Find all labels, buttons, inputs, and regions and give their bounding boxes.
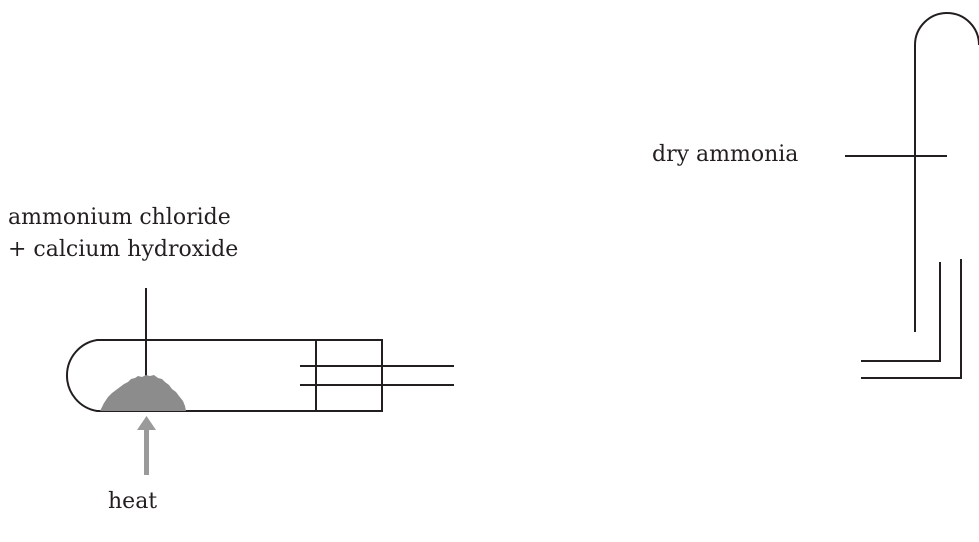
heat-arrow bbox=[137, 416, 156, 475]
dry-ammonia-label: dry ammonia bbox=[652, 142, 799, 167]
delivery-tube-bend-outer bbox=[861, 259, 962, 379]
reactants-label-line1: ammonium chloride bbox=[8, 205, 231, 230]
solid-reactant-mixture bbox=[100, 375, 186, 411]
delivery-tube-bend-inner bbox=[861, 262, 941, 362]
stopper bbox=[315, 339, 383, 412]
collection-tube bbox=[914, 12, 979, 332]
test-tube bbox=[66, 339, 382, 412]
heat-label: heat bbox=[108, 489, 158, 514]
reactants-label-line2: + calcium hydroxide bbox=[8, 237, 239, 262]
